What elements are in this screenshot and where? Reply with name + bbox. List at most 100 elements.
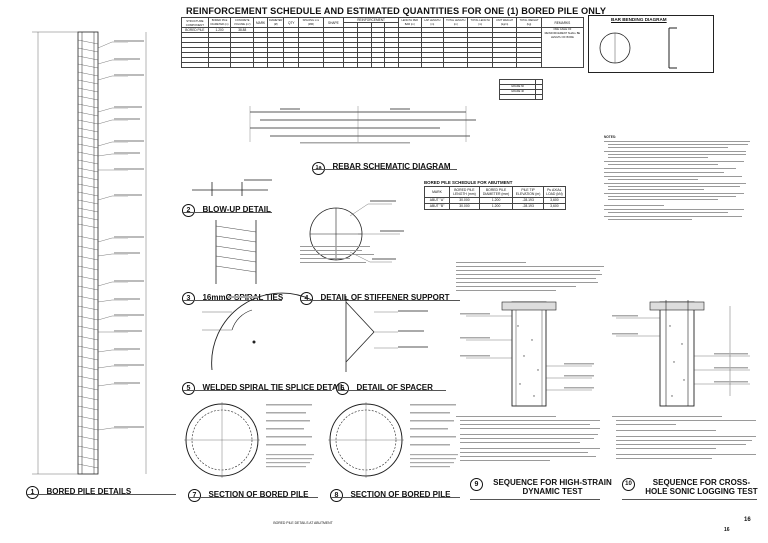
hdr-shape: SHAPE [322,17,345,28]
detail-5-title: WELDED SPIRAL TIE SPLICE DETAIL [202,383,345,392]
detail-5-label: 5 WELDED SPIRAL TIE SPLICE DETAIL [182,377,345,395]
notes-text-lines [604,141,750,220]
cross-hole-sketch [612,300,750,407]
detail-9-label: 9 SEQUENCE FOR HIGH-STRAIN DYNAMIC TEST [470,478,620,499]
detail-6-underline [336,390,446,391]
hdr-volume: CONCRETE VOLUME (m³) [230,17,255,28]
section-8-sketch [328,402,458,478]
detail-1a-title: REBAR SCHEMATIC DIAGRAM [332,162,451,171]
bored-pile-elevation [32,31,147,475]
hdr-structure: STRUCTURE COMPONENT [181,17,209,28]
detail-6-title: DETAIL OF SPACER [356,383,433,392]
detail-4-number: 4 [300,292,313,305]
detail-3-underline [182,300,282,301]
stiffener-support-sketch [309,200,404,263]
bp-cell: 3,600 [542,203,567,210]
sheet-number-large: 16 [744,517,751,523]
detail-1-title: BORED PILE DETAILS [46,487,132,496]
hdr-qty: QTY [283,17,300,28]
detail-6-number: 6 [336,382,349,395]
spiral-ties-sketch [215,220,257,284]
bar-bending-title: BAR BENDING DIAGRAM [611,17,667,22]
detail-8-underline [330,497,460,498]
detail-9-underline [470,499,600,500]
hdr-mark: MARK [253,17,268,28]
detail-1a-label: 1a REBAR SCHEMATIC DIAGRAM [312,156,451,175]
sheet-title: REINFORCEMENT SCHEDULE AND ESTIMATED QUA… [186,6,607,16]
bp-hdr-length: BORED PILE LENGTH (mm) [449,186,480,198]
detail-10-notes [612,414,760,474]
detail-2-drawing [182,176,278,198]
detail-9-notes [456,414,604,474]
spacer-sketch [345,296,428,372]
splice-sketch [202,292,313,371]
detail-7-number: 7 [188,489,201,502]
bp-schedule-title: BORED PILE SCHEDULE FOR ABUTMENT [424,180,513,185]
detail-10-underline [622,499,757,500]
footer-label: BORED PILE DETAILS AT ABUTMENT [273,521,333,525]
hdr-unit-weight: UNIT WEIGHT (kg/m) [491,17,518,28]
detail-1a-underline [312,169,457,170]
detail-8-label: 8 SECTION OF BORED PILE [330,484,450,502]
bp-hdr-load: Pu AXIAL LOAD (kN) [542,186,567,198]
detail-2-label: 2 BLOW-UP DETAIL [182,199,271,217]
detail-1a-drawing [240,102,480,152]
detail-2-underline [182,212,272,213]
notes-heading: NOTES: [604,135,617,139]
detail-5-number: 5 [182,382,195,395]
detail-6-drawing [338,292,438,376]
detail-4-underline [300,300,460,301]
hdr-total-length-a: TOTAL LENGTH (m) [443,17,469,28]
detail-1-drawing [18,20,170,480]
detail-7-underline [188,497,318,498]
detail-10-note-lines [612,416,756,459]
hdr-remarks: REMARKS [540,17,585,28]
detail-9-drawing [452,296,602,412]
sheet-number-small: 16 [724,527,730,533]
bp-cell: 1.200 [478,203,514,210]
detail-10-label: 10 SEQUENCE FOR CROSS-HOLE SONIC LOGGING… [622,478,762,499]
reinforcement-schedule: STRUCTURE COMPONENT BORED PILE DIAMETER … [181,17,585,100]
detail-5-underline [182,390,332,391]
stiffener-note-lines [300,246,374,263]
bar-bending-sketch [599,27,677,69]
hdr-diameter: BORED PILE DIAMETER (m) [207,17,232,28]
hdr-length-bar: LENGTH PER BAR (m) [397,17,422,28]
detail-10-title: SEQUENCE FOR CROSS-HOLE SONIC LOGGING TE… [645,478,758,496]
detail-4-title: DETAIL OF STIFFENER SUPPORT [320,293,450,302]
detail-9-note-lines [456,416,600,461]
detail-3-drawing [196,216,286,286]
detail-1-underline [26,494,176,495]
hdr-total-weight: TOTAL WEIGHT (kg) [516,17,542,28]
notes-block: NOTES: [604,135,754,245]
detail-3-number: 3 [182,292,195,305]
row-remarks: ONE CAGE OF REINFORCEMENT SHALL BE LENGT… [540,27,585,68]
hdr-total-length-b: TOTAL LENGTH (m) [467,17,493,28]
detail-6-label: 6 DETAIL OF SPACER [336,377,433,395]
detail-8-title: SECTION OF BORED PILE [350,490,451,499]
detail-4-note [300,244,380,270]
bar-bending-diagram: BAR BENDING DIAGRAM [588,15,714,73]
bp-cell: -28.193 [512,203,544,210]
detail-10-number: 10 [622,478,635,491]
detail-2-title: BLOW-UP DETAIL [202,205,271,214]
detail-1a-number: 1a [312,162,325,175]
hdr-lap: LAP LENGTH (m) [420,17,445,28]
bp-hdr-mark: MARK [424,186,450,198]
bp-schedule: MARK BORED PILE LENGTH (mm) BORED PILE D… [424,186,567,210]
detail-7-drawing [182,398,322,482]
detail-4-label: 4 DETAIL OF STIFFENER SUPPORT [300,287,450,305]
detail-8-number: 8 [330,489,343,502]
section-7-sketch [184,402,314,478]
blow-up-sketch [192,179,272,196]
detail-7-label: 7 SECTION OF BORED PILE [188,484,308,502]
detail-1-number: 1 [26,486,39,499]
detail-9-title: SEQUENCE FOR HIGH-STRAIN DYNAMIC TEST [493,478,612,496]
detail-9-number: 9 [470,478,483,491]
detail-1-label: 1 BORED PILE DETAILS [26,481,131,499]
bp-cell: 30.000 [449,203,480,210]
rebar-schematic [249,106,476,144]
hdr-spacing: SPACING mm (MM) [298,17,324,28]
high-strain-sketch [460,301,594,407]
detail-10-drawing [610,296,762,412]
